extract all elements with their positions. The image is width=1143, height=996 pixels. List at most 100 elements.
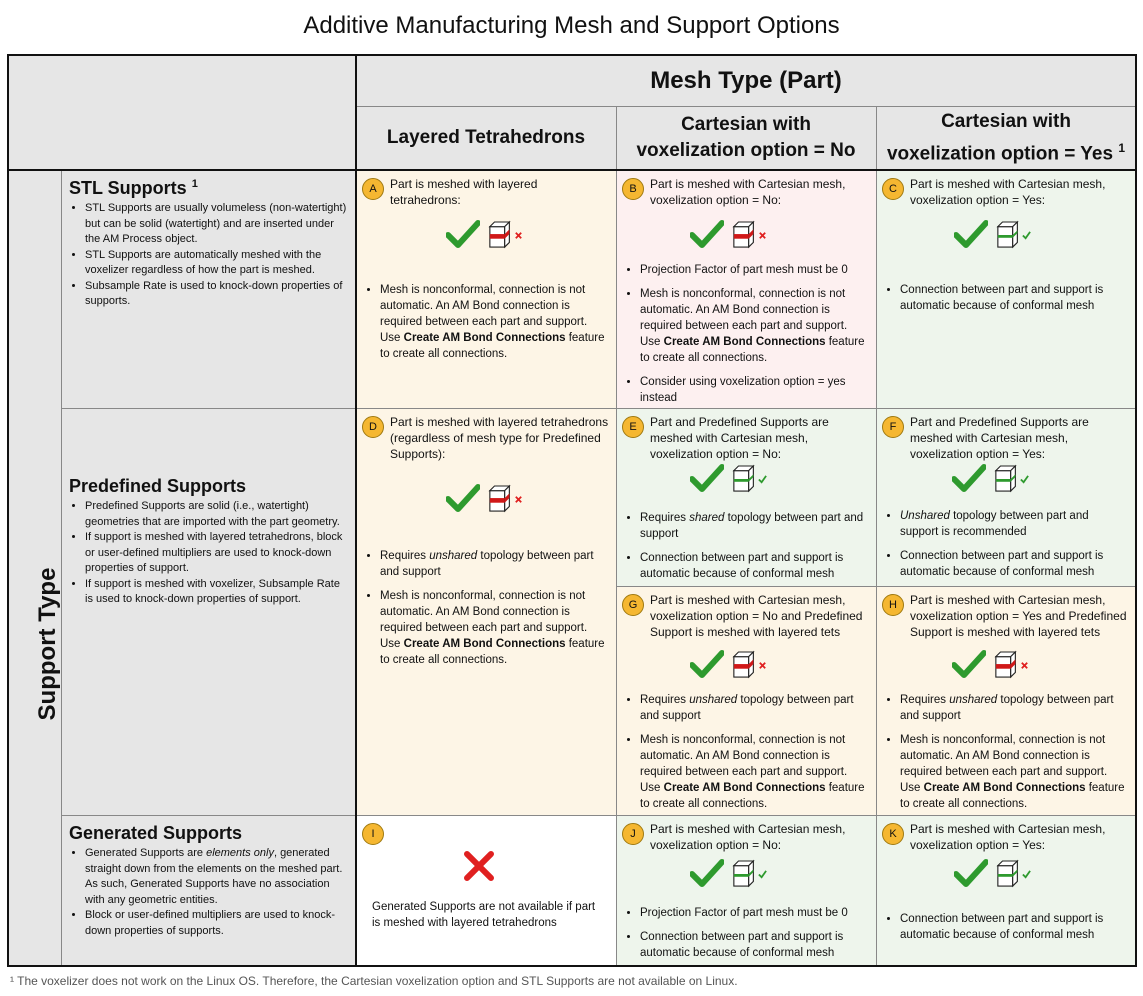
list-item: Projection Factor of part mesh must be 0 (640, 262, 868, 278)
list-item: Requires unshared topology between part … (640, 692, 868, 724)
list-item: Generated Supports are elements only, ge… (85, 846, 348, 908)
green-check-icon (690, 220, 724, 250)
cell-d: D Part is meshed with layered tetrahedro… (356, 408, 616, 815)
page-title: Additive Manufacturing Mesh and Support … (303, 12, 840, 39)
cell-intro: Part is meshed with Cartesian mesh, voxe… (910, 822, 1106, 852)
grid-line (61, 408, 1136, 409)
small-x-icon (514, 495, 523, 504)
cube-green-band-icon (732, 464, 758, 494)
small-check-icon (758, 870, 767, 879)
list-item: Mesh is nonconformal, connection is not … (380, 588, 608, 668)
row-generated-supports: Generated Supports Generated Supports ar… (61, 815, 356, 966)
list-item: Connection between part and support is a… (900, 911, 1128, 943)
column-header-label: Cartesian with (681, 114, 811, 135)
cell-h: H Part is meshed with Cartesian mesh, vo… (876, 586, 1136, 815)
list-item: Connection between part and support is a… (900, 548, 1128, 580)
border-line (8, 965, 1137, 967)
cell-intro: Part and Predefined Supports are meshed … (910, 415, 1089, 461)
list-item: If support is meshed with layered tetrah… (85, 530, 348, 577)
border-line (1135, 54, 1137, 967)
border-line (355, 54, 357, 967)
grid-line (616, 106, 617, 966)
cell-f: F Part and Predefined Supports are meshe… (876, 408, 1136, 586)
small-x-icon (758, 231, 767, 240)
list-item: Connection between part and support is a… (640, 929, 868, 961)
column-header-label: voxelization option = Yes (886, 143, 1114, 165)
green-check-icon (446, 220, 480, 250)
small-check-icon (1022, 231, 1031, 240)
list-item: Block or user-defined multipliers are us… (85, 908, 348, 939)
list-item: Requires unshared topology between part … (380, 548, 608, 580)
cell-intro: Part is meshed with layered tetrahedrons… (390, 415, 609, 461)
border-line (8, 54, 1137, 56)
footnote-marker: 1 (191, 178, 198, 190)
small-check-icon (1020, 475, 1029, 484)
cell-j: J Part is meshed with Cartesian mesh, vo… (616, 815, 876, 966)
badge-a: A (362, 178, 384, 200)
badge-f: F (882, 416, 904, 438)
list-item: Unshared topology between part and suppo… (900, 508, 1128, 540)
mesh-type-header: Mesh Type (Part) (356, 55, 1136, 106)
green-check-icon (690, 650, 724, 680)
list-item: Subsample Rate is used to knock-down pro… (85, 279, 348, 310)
list-item: If support is meshed with voxelizer, Sub… (85, 577, 348, 608)
cube-red-band-icon (994, 650, 1020, 680)
support-type-label: Support Type (34, 567, 61, 721)
corner-header-cell (8, 55, 356, 170)
cube-red-band-icon (732, 650, 758, 680)
badge-i: I (362, 823, 384, 845)
small-check-icon (758, 475, 767, 484)
cell-b: B Part is meshed with Cartesian mesh, vo… (616, 170, 876, 408)
grid-line (61, 170, 62, 966)
red-x-icon (464, 851, 494, 881)
cell-k: K Part is meshed with Cartesian mesh, vo… (876, 815, 1136, 966)
small-x-icon (758, 661, 767, 670)
green-check-icon (952, 464, 986, 494)
cell-g: G Part is meshed with Cartesian mesh, vo… (616, 586, 876, 815)
green-check-icon (690, 464, 724, 494)
footnote-marker: 1 (1118, 140, 1126, 155)
cell-text: Generated Supports are not available if … (372, 901, 596, 929)
green-check-icon (690, 859, 724, 889)
green-check-icon (954, 859, 988, 889)
badge-j: J (622, 823, 644, 845)
cell-i: I Generated Supports are not available i… (356, 815, 616, 966)
list-item: STL Supports are usually volumeless (non… (85, 201, 348, 248)
cell-intro: Part is meshed with Cartesian mesh, voxe… (650, 593, 863, 639)
cube-red-band-icon (488, 484, 514, 514)
cell-intro: Part and Predefined Supports are meshed … (650, 415, 829, 461)
badge-b: B (622, 178, 644, 200)
cell-intro: Part is meshed with layered tetrahedrons… (390, 177, 538, 207)
column-header-label: voxelization option = No (636, 140, 856, 161)
cell-intro: Part is meshed with Cartesian mesh, voxe… (910, 593, 1127, 639)
list-item: Requires unshared topology between part … (900, 692, 1128, 724)
green-check-icon (446, 484, 480, 514)
cell-e: E Part and Predefined Supports are meshe… (616, 408, 876, 586)
list-item: Mesh is nonconformal, connection is not … (640, 286, 868, 366)
row-title: STL Supports (69, 178, 187, 198)
row-title: Generated Supports (69, 823, 243, 843)
cube-red-band-icon (488, 220, 514, 250)
row-predefined-supports: Predefined Supports Predefined Supports … (61, 408, 356, 815)
list-item: Mesh is nonconformal, connection is not … (640, 732, 868, 812)
support-type-column: Support Type (8, 170, 61, 966)
cell-c: C Part is meshed with Cartesian mesh, vo… (876, 170, 1136, 408)
green-check-icon (954, 220, 988, 250)
row-title: Predefined Supports (69, 476, 247, 496)
badge-e: E (622, 416, 644, 438)
badge-g: G (622, 594, 644, 616)
list-item: Connection between part and support is a… (640, 550, 868, 582)
border-line (8, 169, 1137, 171)
grid-line (61, 815, 1136, 816)
cube-red-band-icon (732, 220, 758, 250)
cube-green-band-icon (996, 220, 1022, 250)
list-item: STL Supports are automatically meshed wi… (85, 248, 348, 279)
cell-a: A Part is meshed with layered tetrahedro… (356, 170, 616, 408)
grid-line (356, 106, 1136, 107)
grid-line (616, 586, 1136, 587)
footnote: ¹ The voxelizer does not work on the Lin… (10, 974, 738, 988)
column-header-cartesian-no: Cartesian with voxelization option = No (616, 106, 876, 170)
cell-intro: Part is meshed with Cartesian mesh, voxe… (650, 177, 846, 207)
column-header-label: Cartesian with (941, 110, 1071, 132)
border-line (7, 54, 9, 967)
